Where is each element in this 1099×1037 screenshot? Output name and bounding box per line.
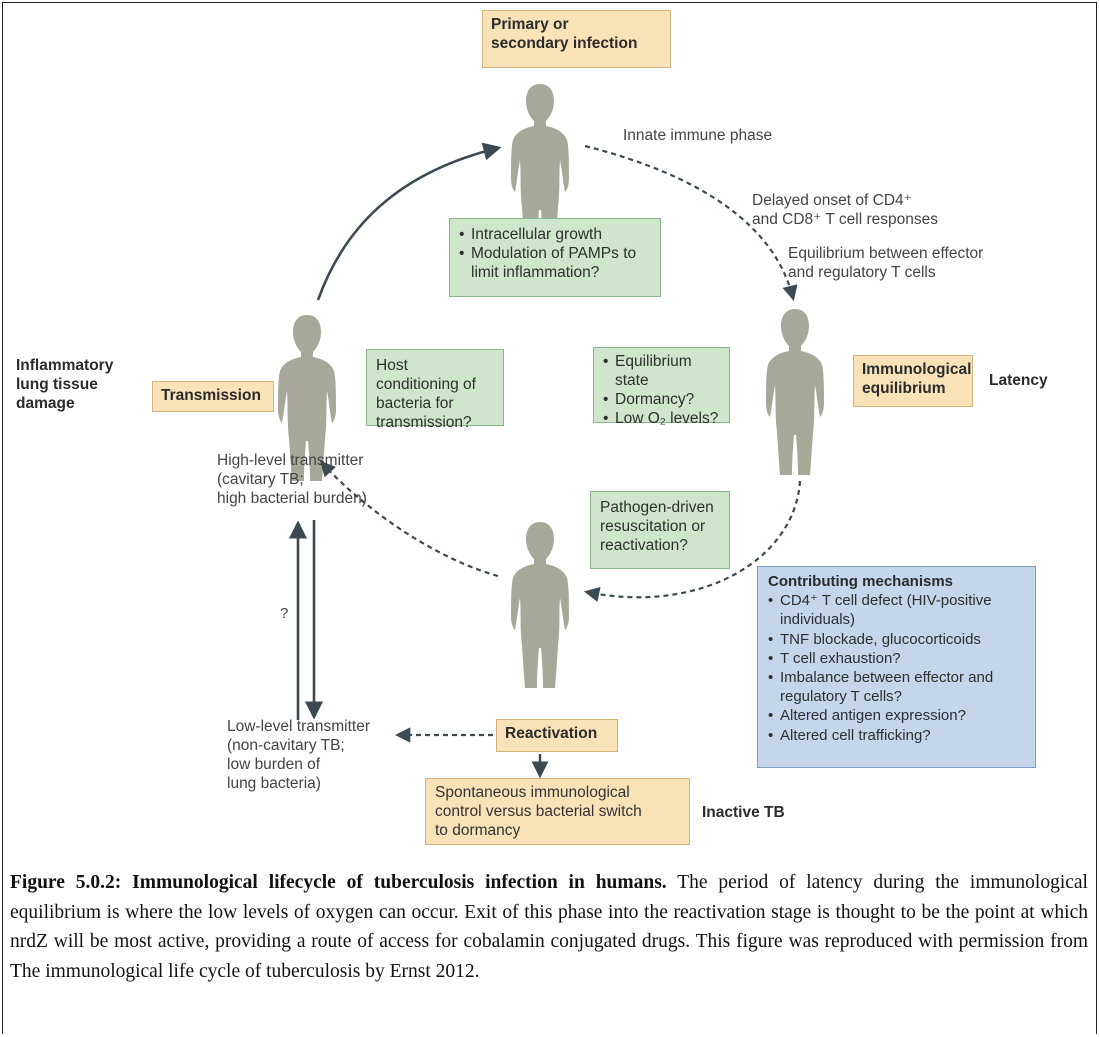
person-latency: [766, 309, 824, 475]
label-inactive-tb: Inactive TB: [702, 804, 785, 821]
stage-primary-infection: Primary or secondary infection: [482, 10, 671, 68]
mechanisms-title: Contributing mechanisms: [768, 573, 954, 590]
mechanism-item: Altered cell trafficking?: [768, 726, 1025, 745]
mechanism-item: T cell exhaustion?: [768, 649, 1025, 668]
label-high-level-transmitter: High-level transmitter (cavitary TB; hig…: [217, 452, 367, 507]
label-latency: Latency: [989, 372, 1048, 389]
label-equilibrium-tcells: Equilibrium between effector and regulat…: [788, 245, 984, 281]
box-host-conditioning: Host conditioning of bacteria for transm…: [366, 349, 504, 431]
box-equilibrium-state: Equilibrium state Dormancy? Low O₂ level…: [593, 347, 730, 428]
arrow-reactivation-to-transmitter: [319, 460, 499, 578]
caption-lead: Figure 5.0.2: Immunological lifecycle of…: [10, 872, 667, 893]
stage-immunological-equilibrium: Immunological equilibrium: [853, 355, 973, 407]
label-delayed-onset: Delayed onset of CD4⁺ and CD8⁺ T cell re…: [752, 192, 938, 228]
equilibrium-item: Low O₂ levels?: [603, 409, 720, 428]
arrow-primary-to-latency: [584, 144, 798, 301]
person-reactivation: [511, 522, 569, 688]
growth-item: Intracellular growth: [459, 225, 651, 244]
arrow-latency-to-reactivation: [583, 480, 802, 602]
caption-body: The period of latency during the immunol…: [10, 872, 1088, 982]
box-intracellular-growth: Intracellular growth Modulation of PAMPs…: [449, 218, 661, 297]
stage-reactivation: Reactivation: [496, 719, 618, 752]
mechanism-item: Imbalance between effector and regulator…: [768, 668, 1025, 706]
growth-item: Modulation of PAMPs to limit inflammatio…: [459, 244, 651, 282]
label-question-mark: ?: [280, 605, 289, 622]
mechanism-item: TNF blockade, glucocorticoids: [768, 630, 1025, 649]
label-inflammatory-damage: Inflammatory lung tissue damage: [16, 357, 114, 412]
equilibrium-item: Equilibrium state: [603, 352, 720, 390]
box-contributing-mechanisms: Contributing mechanisms CD4⁺ T cell defe…: [757, 566, 1036, 768]
label-innate-phase: Innate immune phase: [623, 127, 773, 144]
arrow-transmission-to-primary: [316, 142, 502, 301]
diagram-canvas: [278, 84, 824, 779]
mechanism-item: Altered antigen expression?: [768, 706, 1025, 725]
stage-spontaneous-control: Spontaneous immunological control versus…: [425, 778, 690, 845]
box-pathogen-driven: Pathogen-driven resuscitation or reactiv…: [590, 491, 730, 569]
label-low-level-transmitter: Low-level transmitter (non-cavitary TB; …: [227, 718, 370, 792]
mechanism-item: CD4⁺ T cell defect (HIV-positive individ…: [768, 591, 1025, 629]
equilibrium-item: Dormancy?: [603, 390, 720, 409]
figure-caption: Figure 5.0.2: Immunological lifecycle of…: [10, 868, 1088, 986]
stage-transmission: Transmission: [152, 381, 274, 412]
